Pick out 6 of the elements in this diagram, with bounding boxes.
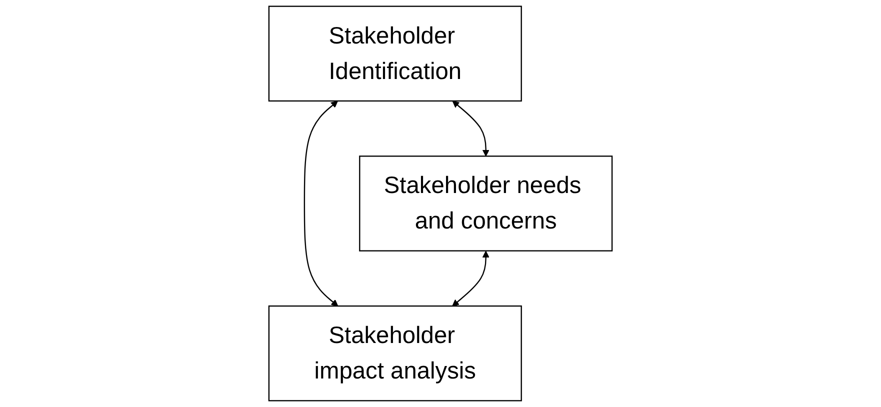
node-box: Stakeholder Identification	[268, 6, 522, 102]
arrow	[452, 100, 490, 156]
arrow	[304, 100, 338, 306]
arrow	[452, 250, 490, 306]
node-box: Stakeholder impact analysis	[268, 305, 522, 402]
node-box: Stakeholder needs and concerns	[359, 156, 613, 252]
